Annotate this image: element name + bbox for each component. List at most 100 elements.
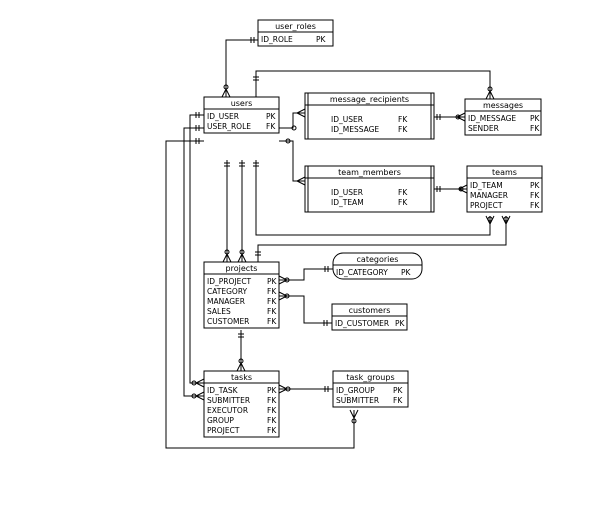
many-marker bbox=[351, 418, 357, 424]
field-key: PK bbox=[395, 319, 406, 328]
one-marker bbox=[324, 386, 329, 392]
field-name: ID_USER bbox=[207, 112, 239, 121]
link-team-members-user bbox=[279, 140, 305, 182]
one-marker bbox=[224, 162, 230, 167]
many-marker bbox=[224, 249, 230, 255]
field-key: PK bbox=[401, 268, 412, 277]
field-name: ID_TASK bbox=[207, 386, 239, 395]
one-marker bbox=[239, 162, 245, 167]
one-marker bbox=[253, 76, 259, 81]
many-marker bbox=[291, 125, 297, 131]
entity-title: task_groups bbox=[346, 373, 394, 382]
many-marker bbox=[239, 249, 245, 255]
field-key: FK bbox=[267, 317, 277, 326]
many-marker bbox=[503, 216, 509, 222]
link-tasks-submitter bbox=[189, 114, 204, 384]
field-name: ID_TEAM bbox=[470, 181, 503, 190]
field-key: FK bbox=[398, 188, 408, 197]
link-projects-customer bbox=[279, 295, 332, 324]
many-marker bbox=[278, 384, 289, 394]
field-name: ID_ROLE bbox=[261, 35, 293, 44]
many-marker bbox=[295, 176, 306, 186]
field-key: FK bbox=[266, 122, 276, 131]
field-name: CUSTOMER bbox=[207, 317, 249, 326]
link-messages-sender bbox=[255, 70, 491, 99]
entity-box bbox=[203, 261, 280, 329]
one-marker bbox=[238, 333, 244, 338]
field-key: FK bbox=[530, 191, 540, 200]
link-recipients-user bbox=[279, 112, 305, 129]
field-name: ID_PROJECT bbox=[207, 277, 252, 286]
one-marker bbox=[255, 251, 261, 256]
many-marker bbox=[285, 138, 291, 144]
many-marker bbox=[278, 291, 289, 301]
field-name: MANAGER bbox=[207, 297, 245, 306]
entity-box bbox=[466, 165, 543, 213]
link-task-groups-submitter bbox=[165, 140, 355, 449]
entity-title: categories bbox=[357, 255, 399, 264]
one-marker bbox=[250, 37, 255, 43]
entity-title: customers bbox=[349, 306, 391, 315]
entity-title: messages bbox=[483, 101, 523, 110]
field-name: ID_USER bbox=[331, 188, 363, 197]
field-name: ID_CUSTOMER bbox=[335, 319, 389, 328]
field-name: GROUP bbox=[207, 416, 234, 425]
field-key: PK bbox=[267, 386, 278, 395]
many-marker bbox=[455, 114, 461, 120]
field-name: ID_TEAM bbox=[331, 198, 364, 207]
field-key: PK bbox=[530, 114, 541, 123]
field-name: ID_MESSAGE bbox=[468, 114, 516, 123]
entity-title: users bbox=[231, 99, 253, 108]
many-marker bbox=[191, 393, 197, 399]
one-marker bbox=[253, 162, 259, 167]
entity-title: projects bbox=[226, 264, 258, 273]
field-name: SUBMITTER bbox=[336, 396, 379, 405]
many-marker bbox=[295, 108, 306, 118]
field-key: PK bbox=[530, 181, 541, 190]
many-marker bbox=[284, 277, 290, 283]
link-teams-project bbox=[257, 216, 507, 262]
cardinality-markers bbox=[191, 37, 511, 424]
many-marker bbox=[485, 215, 495, 226]
field-key: FK bbox=[267, 287, 277, 296]
link-users-user-roles bbox=[225, 39, 258, 97]
entity-title: user_roles bbox=[275, 22, 316, 31]
entity-title: teams bbox=[492, 168, 517, 177]
field-name: MANAGER bbox=[470, 191, 508, 200]
field-name: PROJECT bbox=[207, 426, 240, 435]
field-name: ID_USER bbox=[331, 115, 363, 124]
entity-box bbox=[464, 98, 542, 136]
one-marker bbox=[195, 138, 200, 144]
field-key: FK bbox=[398, 125, 408, 134]
many-marker bbox=[349, 409, 359, 420]
field-key: FK bbox=[267, 396, 277, 405]
field-name: EXECUTOR bbox=[207, 406, 248, 415]
field-key: FK bbox=[530, 201, 540, 210]
field-name: SUBMITTER bbox=[207, 396, 250, 405]
field-key: FK bbox=[267, 406, 277, 415]
field-key: PK bbox=[267, 277, 278, 286]
field-key: FK bbox=[267, 416, 277, 425]
entity-box bbox=[257, 19, 334, 47]
field-name: ID_CATEGORY bbox=[336, 268, 388, 277]
field-key: FK bbox=[267, 426, 277, 435]
field-name: ID_GROUP bbox=[336, 386, 375, 395]
many-marker bbox=[191, 380, 197, 386]
field-key: FK bbox=[267, 297, 277, 306]
field-key: FK bbox=[393, 396, 403, 405]
field-name: ID_MESSAGE bbox=[331, 125, 379, 134]
field-key: FK bbox=[530, 124, 540, 133]
link-projects-category bbox=[279, 268, 333, 281]
entity-box bbox=[332, 370, 409, 408]
field-name: USER_ROLE bbox=[207, 122, 251, 131]
